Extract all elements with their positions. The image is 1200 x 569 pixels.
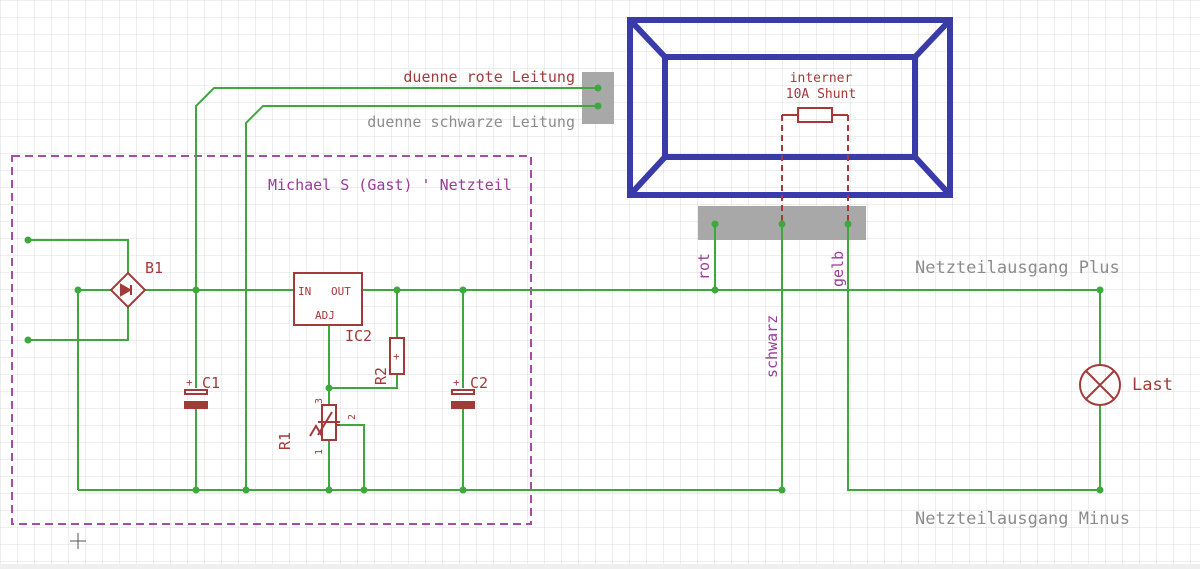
c2-label: C2 [470,374,488,392]
regulator-ic2 [293,272,363,326]
ic-pin-in: IN [298,285,311,298]
bridge-rectifier-b1 [109,271,147,309]
ic-pin-adj: ADJ [315,309,335,322]
b1-label: B1 [145,259,163,277]
power-supply-frame [11,155,532,525]
red-lead-label: duenne rote Leitung [403,68,575,86]
r2-plus-mark: + [393,350,400,363]
r1-pin3: 3 [314,398,325,404]
junction-dots [24,84,1104,494]
black-lead-label: duenne schwarze Leitung [367,113,575,131]
r2-label: R2 [372,367,390,385]
output-minus-label: Netzteilausgang Minus [915,509,1130,529]
lead-connector-pad [582,72,614,124]
ic2-label: IC2 [345,327,372,345]
multimeter-symbol [627,17,953,198]
internal-shunt [781,107,849,224]
bottom-scroll-strip[interactable] [0,564,1200,569]
net-label-rot: rot [695,253,713,280]
r1-pin1: 1 [314,449,325,455]
c2-plus-mark: + [453,376,460,389]
r1-label: R1 [276,432,294,450]
capacitor-c2 [451,389,475,409]
frame-title: Michael S (Gast) ' Netzteil [268,176,512,194]
resistor-r2 [389,337,405,375]
net-label-schwarz: schwarz [763,315,781,378]
capacitor-c1 [184,389,208,409]
c1-plus-mark: + [186,376,193,389]
net-label-gelb: gelb [829,251,847,287]
c1-label: C1 [202,374,220,392]
shunt-label-line1: interner [790,71,853,86]
load-label: Last [1132,375,1173,395]
potentiometer-r1 [309,404,340,441]
shunt-label-line2: 10A Shunt [786,87,856,102]
load-lamp [1079,364,1121,406]
ic-pin-out: OUT [331,285,351,298]
output-plus-label: Netzteilausgang Plus [915,258,1120,278]
r1-pin2: 2 [347,414,358,420]
cursor-crosshair-icon [70,533,86,549]
wires [28,87,1101,491]
